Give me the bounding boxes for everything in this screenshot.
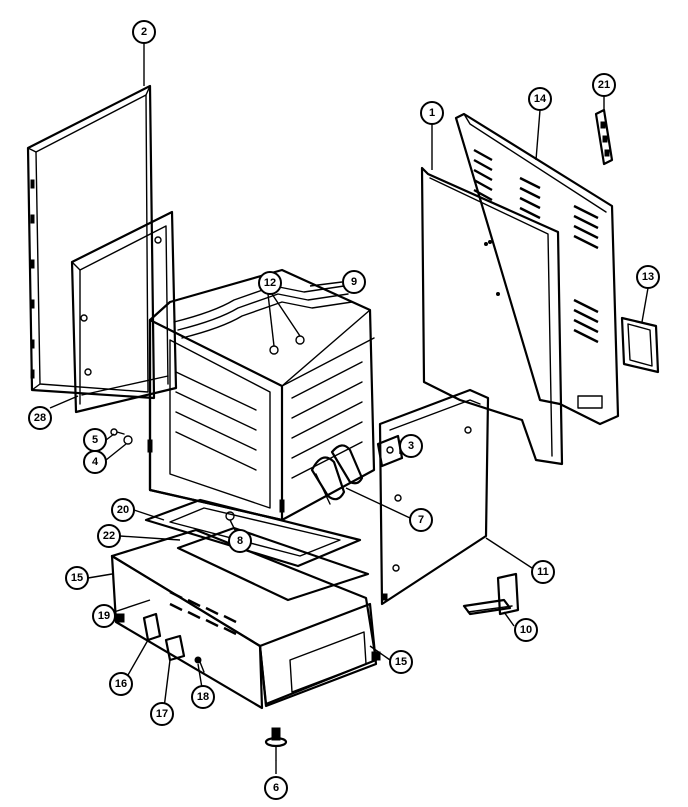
callout-13: 13 — [636, 265, 660, 289]
callout-21: 21 — [592, 73, 616, 97]
svg-text:16: 16 — [115, 678, 127, 690]
callout-8: 8 — [228, 529, 252, 553]
svg-text:1: 1 — [429, 107, 435, 119]
small-bracket-part-3 — [376, 434, 404, 468]
callout-19: 19 — [92, 604, 116, 628]
callout-18: 18 — [191, 685, 215, 709]
screw-part-5 — [110, 428, 125, 436]
svg-text:3: 3 — [408, 440, 414, 452]
svg-text:14: 14 — [534, 93, 547, 105]
svg-text:6: 6 — [273, 782, 279, 794]
screw-part-4 — [123, 435, 133, 445]
svg-text:4: 4 — [92, 456, 99, 468]
screw-part-8 — [225, 511, 235, 521]
callout-5: 5 — [83, 428, 107, 452]
svg-text:2: 2 — [141, 26, 147, 38]
svg-text:20: 20 — [117, 504, 129, 516]
svg-text:15: 15 — [71, 572, 83, 584]
svg-text:22: 22 — [103, 530, 115, 542]
svg-text:15: 15 — [395, 656, 407, 668]
callout-7: 7 — [409, 508, 433, 532]
svg-text:18: 18 — [197, 691, 209, 703]
callout-4: 4 — [83, 450, 107, 474]
callout-28: 28 — [28, 406, 52, 430]
callout-14: 14 — [528, 87, 552, 111]
callout-15-left: 15 — [65, 566, 89, 590]
panel-bracket-part-13 — [620, 316, 660, 374]
callout-17: 17 — [150, 702, 174, 726]
svg-text:7: 7 — [418, 514, 424, 526]
svg-text:10: 10 — [520, 624, 532, 636]
callout-20: 20 — [111, 498, 135, 522]
callout-6: 6 — [264, 776, 288, 800]
latch-part-7 — [310, 444, 364, 505]
callout-1: 1 — [420, 101, 444, 125]
callout-3: 3 — [399, 434, 423, 458]
door-inner-panel-part-28 — [70, 210, 178, 414]
svg-text:21: 21 — [598, 79, 610, 91]
svg-text:12: 12 — [264, 277, 276, 289]
svg-text:17: 17 — [156, 708, 168, 720]
terminal-block-part-21 — [594, 108, 614, 166]
callout-16: 16 — [109, 672, 133, 696]
svg-text:13: 13 — [642, 271, 654, 283]
callout-15-right: 15 — [389, 650, 413, 674]
hardware-part-16 — [142, 612, 162, 642]
back-panel-part-14 — [454, 112, 620, 426]
svg-text:8: 8 — [237, 535, 243, 547]
svg-text:5: 5 — [92, 434, 98, 446]
svg-text:19: 19 — [98, 610, 110, 622]
door-frame-part-2 — [26, 84, 156, 400]
svg-text:11: 11 — [537, 566, 549, 578]
svg-text:28: 28 — [34, 412, 46, 424]
callout-10: 10 — [514, 618, 538, 642]
side-panel-part-1 — [420, 166, 564, 466]
rear-lower-panel-part-11 — [378, 388, 490, 606]
leveling-leg-part-6 — [264, 727, 288, 761]
callout-12: 12 — [258, 271, 282, 295]
callout-11: 11 — [531, 560, 555, 584]
clip-part-17 — [164, 634, 186, 662]
screw-part-18 — [194, 656, 205, 673]
callout-2: 2 — [132, 20, 156, 44]
base-frame-part-15 — [110, 528, 381, 710]
bracket-part-10 — [462, 572, 520, 616]
callout-22: 22 — [97, 524, 121, 548]
callout-9: 9 — [342, 270, 366, 294]
svg-text:9: 9 — [351, 276, 357, 288]
